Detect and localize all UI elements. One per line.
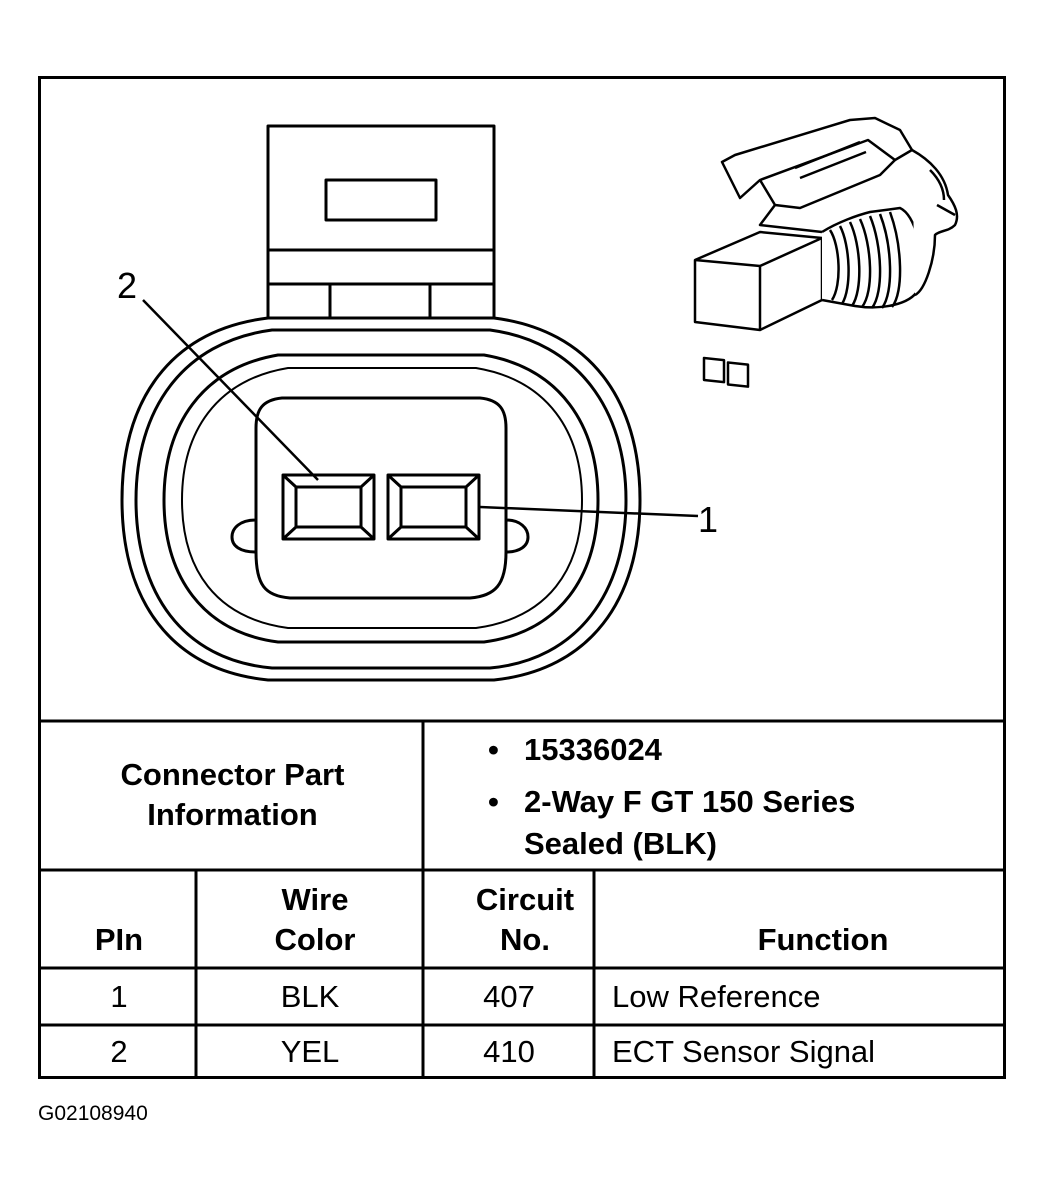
terminal-1 — [386, 473, 481, 541]
row2-circuit: 410 — [483, 1034, 535, 1069]
row1-circuit: 407 — [483, 979, 535, 1014]
connector-body-outline — [120, 316, 642, 682]
header-circuit-no: Circuit No. — [475, 882, 575, 957]
connector-description: 2-Way F GT 150 Series Sealed (BLK) — [486, 781, 986, 865]
connector-part-number: 15336024 — [486, 729, 986, 771]
connector-3d-sketch — [693, 116, 959, 388]
row2-function: ECT Sensor Signal — [612, 1034, 876, 1069]
header-function: Function — [757, 922, 889, 957]
connector-info-label: Connector Part Information — [120, 757, 345, 832]
pin1-callout: 1 — [698, 499, 719, 540]
diagram-frame — [38, 76, 1006, 1079]
pin2-callout: 2 — [117, 265, 138, 306]
row2-wire-color: YEL — [280, 1034, 340, 1069]
connector-cavity — [230, 396, 530, 600]
header-pin: PIn — [94, 922, 144, 957]
connector-latch — [266, 124, 496, 328]
header-wire-color: Wire Color — [274, 882, 356, 957]
connector-info-label-cell: Connector Part Information — [44, 755, 421, 835]
row2-pin: 2 — [110, 1034, 128, 1069]
row1-wire-color: BLK — [280, 979, 340, 1014]
pin1-leader — [479, 505, 699, 518]
terminal-2 — [281, 473, 376, 541]
row1-pin: 1 — [110, 979, 128, 1014]
connector-info-values: 15336024 2-Way F GT 150 Series Sealed (B… — [486, 729, 986, 865]
latch-window — [324, 178, 438, 222]
row1-function: Low Reference — [612, 979, 821, 1014]
figure-id: G02108940 — [38, 1102, 148, 1125]
table-grid — [38, 719, 1006, 1079]
pin2-leader — [142, 299, 319, 481]
